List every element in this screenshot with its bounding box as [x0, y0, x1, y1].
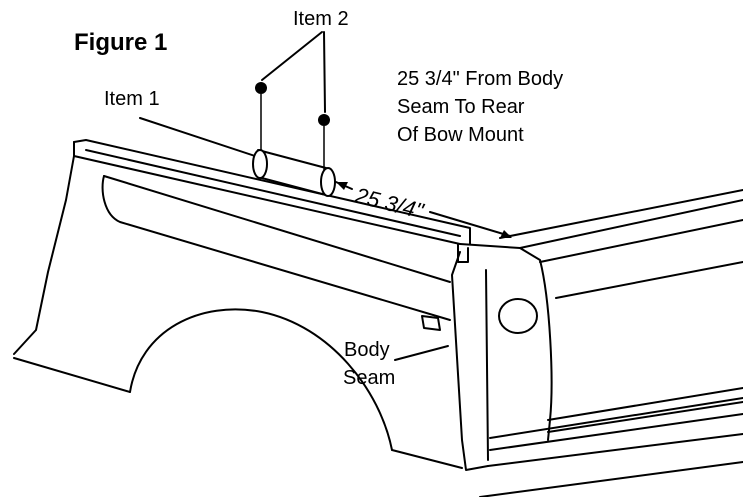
- item2-label: Item 2: [293, 8, 349, 30]
- note-line-1: 25 3/4" From Body: [397, 68, 563, 90]
- figure-title-text: Figure 1: [74, 29, 167, 56]
- side-clip: [421, 315, 441, 331]
- bow-mount: [252, 149, 336, 197]
- item2-leader-right: [323, 31, 326, 113]
- item1-label: Item 1: [104, 88, 160, 110]
- bed-side-panel: [13, 155, 463, 469]
- note-line-3: Of Bow Mount: [397, 124, 524, 146]
- bolt-left: [255, 82, 267, 155]
- item2-leader-left: [261, 31, 323, 81]
- body-seam-leader: [394, 345, 449, 361]
- dimension-label: 25 3/4": [352, 182, 427, 223]
- tailgate: [479, 189, 743, 497]
- note-line-2: Seam To Rear: [397, 96, 525, 118]
- seam-label: Seam: [343, 367, 395, 389]
- item1-leader: [139, 117, 259, 158]
- body-label: Body: [344, 339, 390, 361]
- tail-light: [498, 298, 538, 334]
- corner-post: [451, 243, 553, 471]
